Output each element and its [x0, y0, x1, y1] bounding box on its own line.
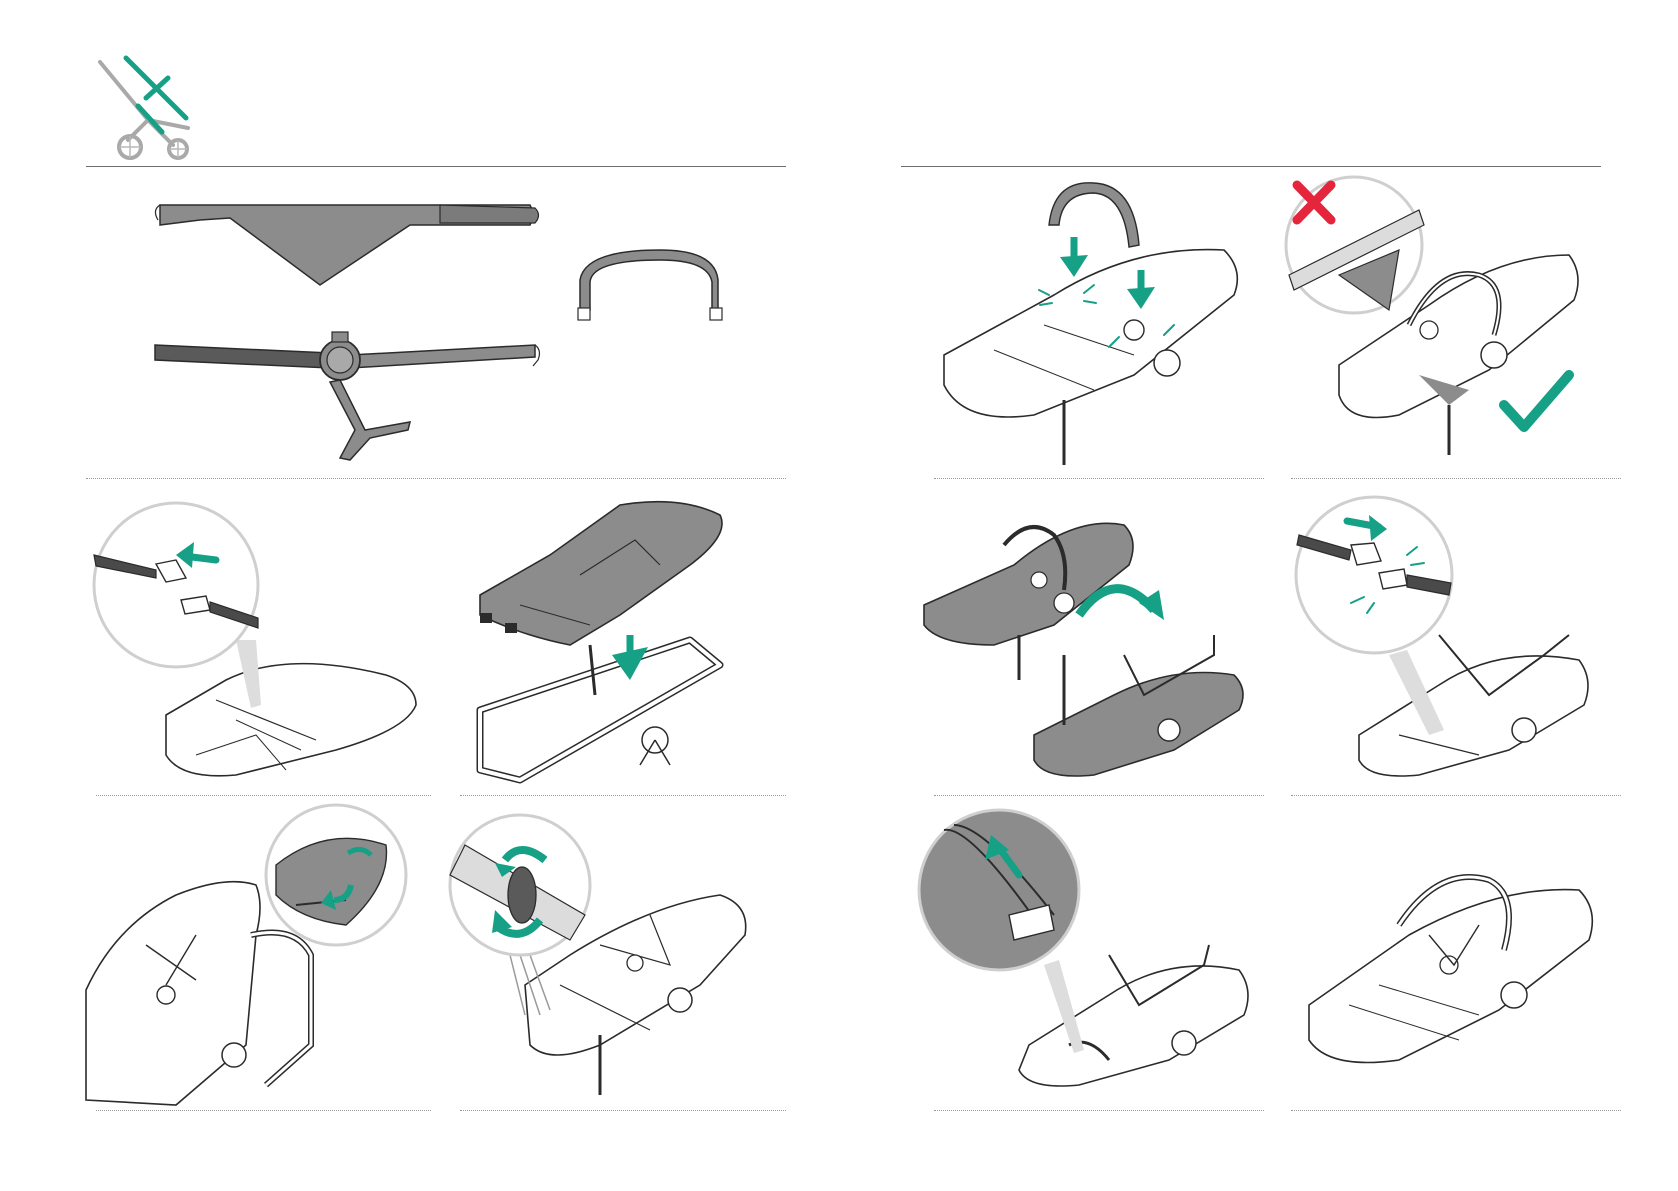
check-icon [1504, 375, 1569, 427]
separator-row2b-left [460, 795, 786, 796]
step-parts-illustration [140, 190, 740, 470]
separator-row2a-right [934, 795, 1264, 796]
step-buckle-close-illustration [1279, 495, 1619, 795]
separator-row2a-left [96, 795, 431, 796]
separator-row3b-right [1291, 1110, 1621, 1111]
separator-row3a-right [934, 1110, 1264, 1111]
step-bumper-click-illustration [934, 175, 1274, 475]
header-rule-right [901, 166, 1601, 167]
separator-row1a-right [934, 478, 1264, 479]
separator-row3a-left [96, 1110, 431, 1111]
step-wrap-strap-illustration [450, 805, 790, 1110]
step-seat-on-frame-illustration [460, 495, 790, 795]
right-page [839, 0, 1678, 1191]
separator-row1-left [86, 478, 786, 479]
separator-row1b-right [1291, 478, 1621, 479]
step-finished-illustration [1279, 805, 1619, 1110]
left-page [0, 0, 839, 1191]
separator-row3b-left [460, 1110, 786, 1111]
step-zip-attach-illustration [86, 805, 426, 1110]
step-bumper-over-fabric-illustration [1279, 175, 1609, 475]
step-buckle-release-illustration [86, 500, 426, 800]
separator-row2b-right [1291, 795, 1621, 796]
header-rule-left [86, 166, 786, 167]
step-pull-strap-illustration [909, 805, 1269, 1110]
step-flip-seat-illustration [914, 495, 1274, 795]
stroller-seat-icon [88, 50, 208, 165]
